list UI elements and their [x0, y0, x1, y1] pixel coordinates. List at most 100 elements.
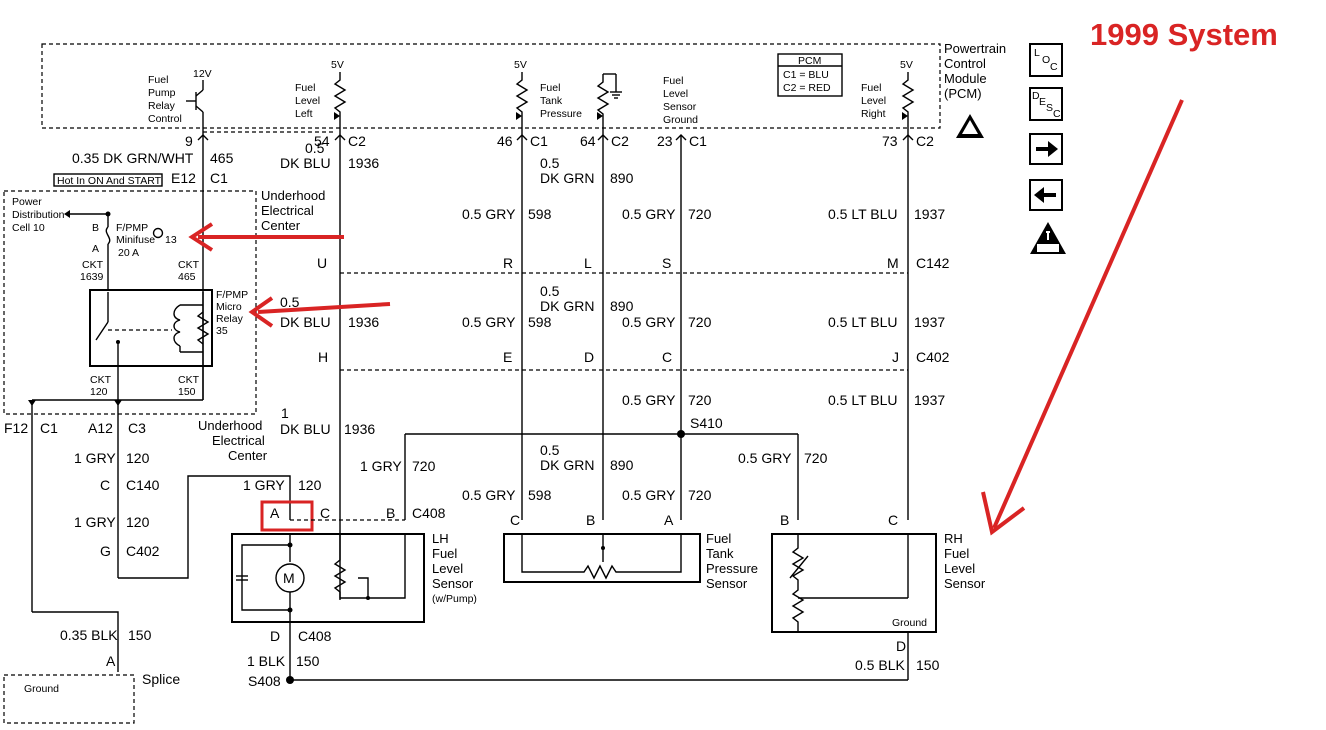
wire-label-gry-120-b: 1 GRY [74, 514, 116, 530]
wire-gauge-890-c: 0.5 [540, 442, 560, 458]
wire-label-blk-035: 0.35 BLK [60, 627, 118, 643]
fuse-pin-b: B [92, 222, 99, 234]
svg-text:Ground: Ground [663, 114, 698, 126]
rh-pin-c: C [888, 512, 898, 528]
lh-fuel-level-sensor [231, 533, 425, 623]
ckt-1639-number: 1639 [80, 271, 104, 283]
wire-150-number: 150 [128, 627, 152, 643]
svg-text:Pressure: Pressure [540, 108, 582, 120]
rh-fuel-level-sensor [771, 533, 937, 633]
c402-pin-j: J [892, 349, 899, 365]
relay-label: F/PMP Micro Relay 35 [216, 289, 248, 337]
fuel-level-sensor-ground-label: Fuel Level Sensor Ground [663, 75, 698, 126]
loc-icon[interactable]: L O C [1029, 43, 1063, 77]
conn-e12-label: E12 [171, 170, 196, 186]
fuel-level-left-label: Fuel Level Left [295, 82, 320, 120]
svg-text:D: D [1032, 90, 1040, 102]
wire-label-ltblu: 0.5 LT BLU [828, 206, 898, 222]
page-title: 1999 System [1090, 17, 1278, 52]
c408-label-lower: C408 [298, 628, 332, 644]
c142-pin-s: S [662, 255, 671, 271]
protected-circuit-icon [152, 227, 164, 239]
red-arrow-rh-sensor [981, 99, 1184, 536]
svg-text:20 A: 20 A [118, 247, 139, 259]
svg-text:F/PMP: F/PMP [116, 222, 148, 234]
conn-e12-c1: C1 [210, 170, 228, 186]
conn-a12: A12 [88, 420, 113, 436]
wire-label-gry-720-b: 0.5 GRY [622, 314, 676, 330]
svg-text:Sensor: Sensor [432, 576, 474, 591]
pin-46-c1: C1 [530, 133, 548, 149]
pin-23-c1: C1 [689, 133, 707, 149]
wire-label-dkgrnwht: 0.35 DK GRN/WHT [72, 150, 194, 166]
svg-text:S: S [1046, 102, 1053, 114]
wire-150-number-c: 150 [916, 657, 940, 673]
wire-label-1936: 1936 [348, 155, 379, 171]
svg-text:Control: Control [148, 113, 182, 125]
svg-text:(w/Pump): (w/Pump) [432, 593, 477, 605]
svg-text:Fuel: Fuel [663, 75, 683, 87]
splice-s410 [677, 430, 685, 438]
svg-text:Level: Level [295, 95, 320, 107]
v5-right-label: 5V [900, 59, 913, 71]
ckt-1639-label: CKT [82, 259, 104, 271]
c408-pin-a: A [270, 505, 280, 521]
fuse-pin-a: A [92, 243, 99, 255]
desc-icon[interactable]: D E S C [1029, 87, 1063, 121]
wire-label-blk-05: 0.5 BLK [855, 657, 905, 673]
c408-pin-b: B [386, 505, 395, 521]
pin-54: 54 [314, 133, 330, 149]
pcm-legend: PCM C1 = BLU C2 = RED [777, 53, 843, 97]
conn-f12: F12 [4, 420, 28, 436]
svg-text:PCM: PCM [798, 55, 821, 67]
svg-text:Tank: Tank [706, 546, 734, 561]
wire-890-number-b: 890 [610, 298, 634, 314]
arrow-icon [902, 112, 908, 120]
svg-text:Electrical: Electrical [261, 203, 314, 218]
c402-pin-e: E [503, 349, 512, 365]
wire-label-gry-120: 1 GRY [74, 450, 116, 466]
svg-text:Fuel: Fuel [540, 82, 560, 94]
svg-text:Left: Left [295, 108, 313, 120]
arrow-left-icon[interactable] [1029, 179, 1063, 211]
svg-text:Center: Center [228, 448, 268, 463]
wire-1937-number-b: 1937 [914, 314, 945, 330]
red-arrow-minifuse [188, 222, 344, 252]
v5-mid-label: 5V [514, 59, 527, 71]
ground-bottom-label: Ground [24, 683, 59, 695]
splice-label: Splice [142, 671, 180, 687]
conn-a12-c3: C3 [128, 420, 146, 436]
svg-text:35: 35 [216, 325, 228, 337]
wire-720-number-c: 720 [688, 392, 712, 408]
svg-text:Minifuse: Minifuse [116, 234, 155, 246]
wire-label-gry-720-d: 1 GRY [360, 458, 402, 474]
fuel-level-right-label: Fuel Level Right [861, 82, 886, 120]
wire-label-gry-598: 0.5 GRY [462, 206, 516, 222]
svg-text:Sensor: Sensor [706, 576, 748, 591]
c142-label: C142 [916, 255, 950, 271]
ftps-pin-b: B [586, 512, 595, 528]
pin-23: 23 [657, 133, 673, 149]
svg-text:F/PMP: F/PMP [216, 289, 248, 301]
wire-label-dkblu: DK BLU [280, 155, 331, 171]
pin-9: 9 [185, 133, 193, 149]
rh-ground-label: Ground [892, 617, 927, 629]
svg-text:Center: Center [261, 218, 301, 233]
c140-pin-c: C [100, 477, 110, 493]
wire-gauge-890-b: 0.5 [540, 283, 560, 299]
svg-text:Tank: Tank [540, 95, 563, 107]
ckt-150-number: 150 [178, 386, 196, 398]
wire-598-number-c: 598 [528, 487, 552, 503]
relay-coil-icon [173, 292, 210, 366]
wire-label-dkblu-c: DK BLU [280, 421, 331, 437]
ftps-pin-a: A [664, 512, 674, 528]
wire-720-number-f: 720 [688, 487, 712, 503]
arrow-right-icon[interactable] [1029, 133, 1063, 165]
svg-text:Fuel: Fuel [295, 82, 315, 94]
c142-pin-u: U [317, 255, 327, 271]
obd-icon[interactable] [1030, 222, 1066, 254]
pullup-resistor-left [333, 72, 347, 135]
svg-text:Pump: Pump [148, 87, 176, 99]
wire-gauge-1936-b: 0.5 [280, 294, 300, 310]
lh-potentiometer-icon [333, 534, 406, 600]
